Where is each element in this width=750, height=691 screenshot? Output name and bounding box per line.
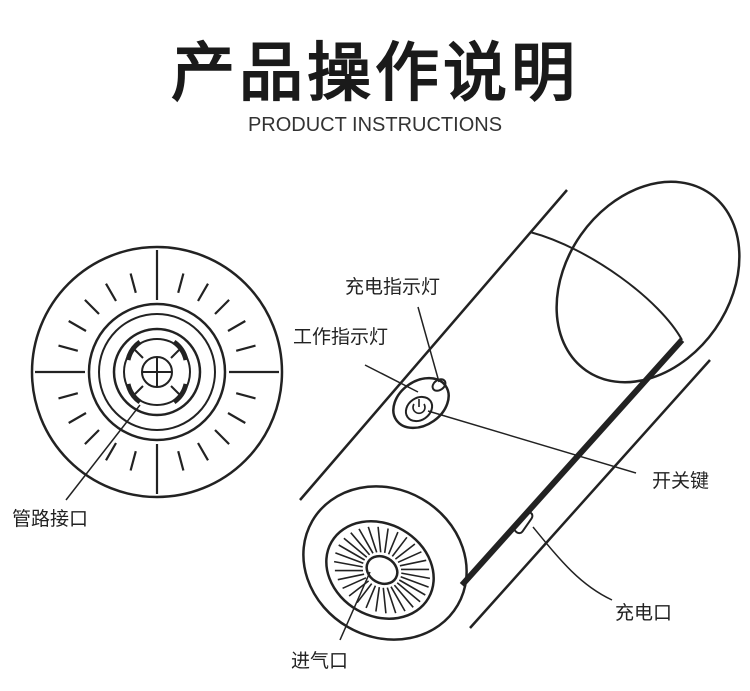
air-inlet-core xyxy=(365,554,399,586)
top-cap xyxy=(555,180,741,384)
vent-fin xyxy=(393,584,414,608)
tick-mark xyxy=(214,299,230,315)
vent-fin xyxy=(333,560,363,568)
tick-mark xyxy=(84,429,100,445)
body-stripe xyxy=(459,337,685,588)
label-work-indicator: 工作指示灯 xyxy=(293,326,389,348)
tick-mark xyxy=(68,320,87,332)
charge-port-leader xyxy=(532,526,613,601)
base-cap-outer xyxy=(302,485,468,641)
front-connector-segments xyxy=(125,339,189,405)
body-edge-bottom xyxy=(469,359,711,629)
vent-fin xyxy=(398,579,426,596)
vent-fin xyxy=(400,575,429,588)
front-tick-marks xyxy=(35,250,279,494)
label-pipe-interface: 管路接口 xyxy=(12,508,89,530)
air-inlet-vents xyxy=(333,526,431,614)
air-inlet-leader xyxy=(339,571,371,641)
leader-lines xyxy=(339,306,637,641)
vent-fin xyxy=(358,528,374,554)
front-connector-spokes xyxy=(134,349,180,395)
front-outer-ring xyxy=(30,245,284,499)
charge-indicator-light xyxy=(431,378,447,392)
label-air-inlet: 进气口 xyxy=(291,650,349,672)
vent-fin xyxy=(401,572,431,580)
tick-mark xyxy=(197,283,209,302)
tick-mark xyxy=(58,344,79,352)
vent-fin xyxy=(342,577,367,590)
vent-fin xyxy=(343,537,368,558)
vent-fin xyxy=(386,587,397,614)
label-charge-port: 充电口 xyxy=(615,602,673,624)
tick-mark xyxy=(177,273,185,294)
vent-fin xyxy=(367,526,378,553)
vent-fin xyxy=(377,526,382,553)
vent-fin xyxy=(390,586,406,612)
device-body xyxy=(299,180,741,641)
tick-mark xyxy=(235,344,256,352)
vent-fin xyxy=(394,543,416,560)
switch-housing xyxy=(392,376,450,430)
vent-fin xyxy=(391,536,408,557)
front-connector-outer xyxy=(112,327,202,417)
vent-fin xyxy=(350,532,371,556)
page-subtitle: PRODUCT INSTRUCTIONS xyxy=(247,114,503,136)
tick-mark xyxy=(235,392,256,400)
front-inner-ring xyxy=(98,313,216,431)
vent-fin xyxy=(338,544,366,561)
tick-mark xyxy=(214,429,230,445)
front-view xyxy=(30,245,284,501)
vent-fin xyxy=(397,551,422,564)
air-inlet-grille xyxy=(325,520,435,620)
tick-mark xyxy=(129,450,137,471)
tick-mark xyxy=(58,392,79,400)
vent-fin xyxy=(396,582,421,603)
tick-mark xyxy=(68,412,87,424)
vent-fin xyxy=(356,583,373,604)
tick-mark xyxy=(105,442,117,461)
page-title: 产品操作说明 xyxy=(171,37,579,111)
body-band xyxy=(529,231,683,341)
tick-mark xyxy=(227,412,246,424)
tick-mark xyxy=(105,283,117,302)
charge-indicator-leader xyxy=(417,306,440,383)
tick-mark xyxy=(129,273,137,294)
vent-fin xyxy=(335,552,364,565)
vent-fin xyxy=(383,528,389,554)
power-switch-leader xyxy=(427,410,637,474)
label-power-switch: 开关键 xyxy=(652,470,710,492)
tick-mark xyxy=(227,320,246,332)
pipe-interface-leader xyxy=(65,404,141,501)
vent-fin xyxy=(365,585,377,609)
body-edge-top xyxy=(299,189,568,501)
vent-fin xyxy=(337,573,365,581)
vent-fin xyxy=(375,586,381,612)
label-charge-indicator: 充电指示灯 xyxy=(345,276,441,298)
vent-fin xyxy=(382,587,387,614)
vent-fin xyxy=(387,531,399,555)
vent-fin xyxy=(399,559,427,567)
tick-mark xyxy=(177,450,185,471)
switch-button xyxy=(404,395,434,423)
front-mid-ring xyxy=(87,302,227,442)
tick-mark xyxy=(84,299,100,315)
work-indicator-leader xyxy=(364,364,419,393)
tick-mark xyxy=(197,442,209,461)
power-icon xyxy=(412,399,426,415)
charge-port-slot xyxy=(513,510,534,535)
front-connector-inner xyxy=(123,338,191,406)
